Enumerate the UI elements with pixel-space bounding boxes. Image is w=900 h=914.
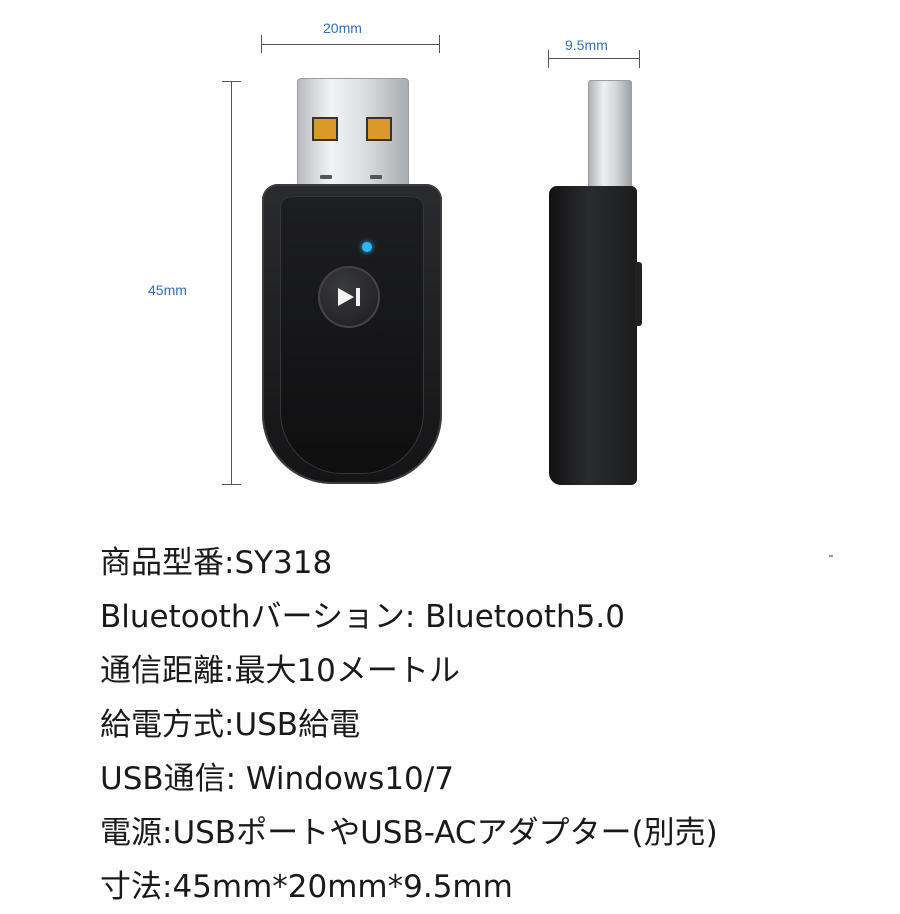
side-button-protrusion bbox=[635, 262, 642, 326]
dimension-width-label: 20mm bbox=[323, 20, 362, 36]
spec-dimensions: 寸法:45mm*20mm*9.5mm bbox=[100, 869, 513, 905]
dongle-body-front bbox=[262, 184, 442, 484]
dimension-thickness-label: 9.5mm bbox=[565, 37, 608, 53]
dimension-height-cap-top bbox=[222, 81, 241, 82]
usb-slot-right bbox=[370, 175, 382, 179]
dimension-thickness-cap-right bbox=[639, 50, 640, 68]
dimension-width-line bbox=[261, 44, 440, 45]
dimension-thickness-cap-left bbox=[548, 50, 549, 68]
dimension-thickness-line bbox=[548, 58, 640, 59]
play-pause-icon bbox=[338, 288, 360, 306]
spec-power-method: 給電方式:USB給電 bbox=[100, 707, 361, 743]
dimension-width-cap-right bbox=[439, 35, 440, 53]
spec-model: 商品型番:SY318 bbox=[100, 545, 333, 581]
dimension-width-cap-left bbox=[261, 35, 262, 53]
spec-list: 商品型番:SY318 Bluetoothバーション: Bluetooth5.0 … bbox=[100, 536, 718, 914]
spec-range: 通信距離:最大10メートル bbox=[100, 653, 460, 689]
usb-contact-right bbox=[366, 117, 392, 141]
dimension-height-line bbox=[231, 81, 232, 484]
spec-usb-os: USB通信: Windows10/7 bbox=[100, 761, 454, 797]
stray-mark bbox=[829, 555, 833, 557]
usb-slot-left bbox=[320, 175, 332, 179]
led-indicator-icon bbox=[362, 242, 372, 252]
spec-power-source: 電源:USBポートやUSB-ACアダプター(別売) bbox=[100, 815, 718, 851]
spec-bluetooth-version: Bluetoothバーション: Bluetooth5.0 bbox=[100, 599, 625, 635]
usb-plug-side bbox=[588, 80, 632, 194]
dimension-height-label: 45mm bbox=[148, 282, 187, 298]
usb-contact-left bbox=[312, 117, 338, 141]
usb-plug-front bbox=[297, 78, 409, 195]
dimension-height-cap-bottom bbox=[222, 484, 241, 485]
play-pause-button bbox=[318, 266, 380, 328]
dongle-body-side bbox=[549, 186, 637, 485]
dongle-face-panel bbox=[280, 196, 424, 474]
